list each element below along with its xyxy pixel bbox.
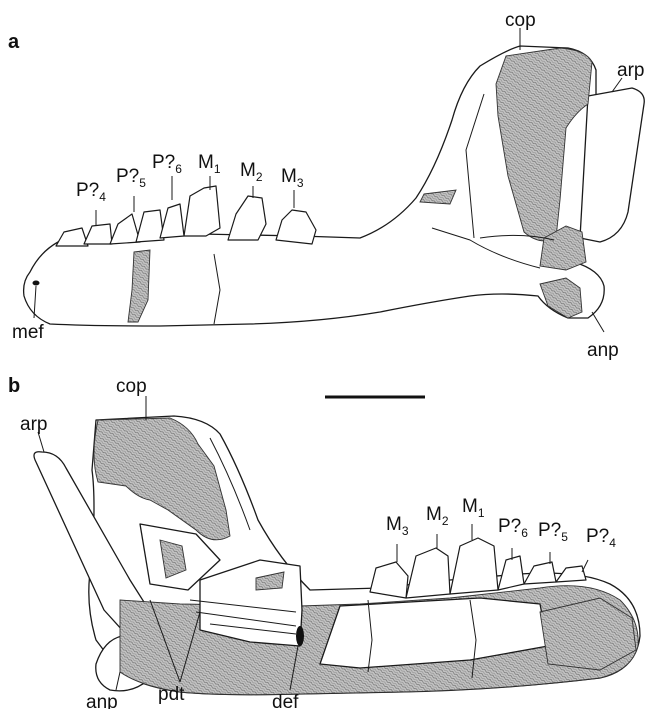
label-p6-a: P?6 — [152, 152, 182, 176]
panel-b-letter: b — [8, 375, 20, 397]
label-m1-a: M1 — [198, 152, 221, 176]
label-pdt-b: pdt — [158, 684, 185, 705]
label-p4-a: P?4 — [76, 180, 106, 204]
panel-a: a — [8, 10, 644, 361]
label-m2-a: M2 — [240, 160, 263, 184]
label-p5-b: P?5 — [538, 520, 568, 544]
label-m3-b: M3 — [386, 514, 409, 538]
dentary-foramen-b — [296, 626, 304, 646]
label-p4-b: P?4 — [586, 526, 616, 550]
label-cop-a: cop — [505, 10, 536, 31]
label-p6-b: P?6 — [498, 516, 528, 540]
articular-process-a — [580, 88, 644, 242]
panel-a-letter: a — [8, 31, 20, 53]
label-arp-a: arp — [617, 60, 644, 81]
label-m3-a: M3 — [281, 166, 304, 190]
mental-foramen-a — [33, 281, 40, 286]
label-p5-a: P?5 — [116, 166, 146, 190]
panel-b: b — [8, 375, 640, 709]
label-mef-a: mef — [12, 322, 44, 343]
label-m1-b: M1 — [462, 496, 485, 520]
label-arp-b: arp — [20, 414, 47, 435]
label-anp-a: anp — [587, 340, 619, 361]
label-cop-b: cop — [116, 376, 147, 397]
label-anp-b: anp — [86, 692, 118, 709]
label-def-b: def — [272, 692, 299, 709]
label-m2-b: M2 — [426, 504, 449, 528]
